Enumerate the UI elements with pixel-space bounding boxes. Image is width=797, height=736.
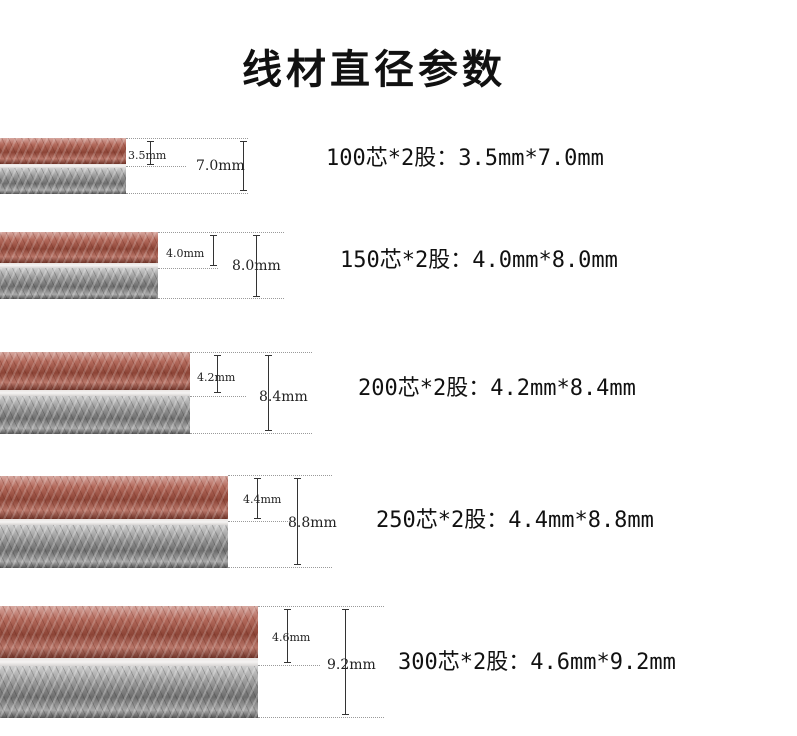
total-width-label: 8.4mm bbox=[259, 389, 308, 405]
dimension-guide-mid bbox=[190, 396, 246, 397]
dimension-guide-top bbox=[158, 232, 284, 233]
copper-strand bbox=[0, 232, 158, 263]
cable-image-100 bbox=[0, 138, 126, 194]
single-diameter-label: 3.5mm bbox=[128, 149, 167, 162]
dimension-line-single bbox=[214, 355, 221, 393]
dimension-guide-bottom bbox=[126, 193, 248, 194]
spec-label: 250芯*2股：4.4mm*8.8mm bbox=[376, 508, 654, 533]
dimension-guide-bottom bbox=[158, 298, 284, 299]
dimension-guide-top bbox=[126, 138, 248, 139]
dimension-guide-mid bbox=[228, 521, 292, 522]
dimension-guide-mid bbox=[258, 665, 320, 666]
dimension-line-total bbox=[342, 609, 349, 715]
silver-strand bbox=[0, 666, 258, 718]
total-width-label: 9.2mm bbox=[327, 657, 376, 673]
dimension-line-single bbox=[284, 609, 291, 663]
dimension-guide-bottom bbox=[258, 717, 384, 718]
page-title: 线材直径参数 bbox=[242, 47, 506, 93]
dimension-line-total bbox=[240, 141, 247, 191]
sheath-gap bbox=[0, 658, 258, 666]
copper-strand bbox=[0, 138, 126, 164]
dimension-line-single bbox=[147, 141, 154, 165]
single-diameter-label: 4.6mm bbox=[272, 631, 311, 644]
dimension-guide-top bbox=[258, 606, 384, 607]
spec-label: 100芯*2股：3.5mm*7.0mm bbox=[326, 146, 604, 171]
dimension-line-total bbox=[253, 235, 260, 297]
dimension-guide-top bbox=[190, 352, 312, 353]
dimension-guide-mid bbox=[158, 268, 218, 269]
silver-strand bbox=[0, 268, 158, 299]
dimension-guide-bottom bbox=[190, 433, 312, 434]
sheath-gap bbox=[0, 390, 190, 396]
copper-strand bbox=[0, 476, 228, 519]
dimension-guide-bottom bbox=[228, 567, 332, 568]
single-diameter-label: 4.4mm bbox=[243, 493, 282, 506]
dimension-line-total bbox=[294, 478, 301, 565]
cable-image-300 bbox=[0, 606, 258, 718]
sheath-gap bbox=[0, 164, 126, 168]
copper-strand bbox=[0, 352, 190, 390]
copper-strand bbox=[0, 606, 258, 658]
total-width-label: 8.0mm bbox=[232, 258, 281, 274]
spec-label: 150芯*2股：4.0mm*8.0mm bbox=[340, 248, 618, 273]
silver-strand bbox=[0, 168, 126, 194]
dimension-guide-mid bbox=[126, 166, 186, 167]
dimension-line-single bbox=[254, 478, 261, 519]
silver-strand bbox=[0, 525, 228, 568]
single-diameter-label: 4.2mm bbox=[197, 371, 236, 384]
total-width-label: 8.8mm bbox=[288, 515, 337, 531]
dimension-line-total bbox=[265, 355, 272, 431]
cable-image-200 bbox=[0, 352, 190, 434]
sheath-gap bbox=[0, 519, 228, 525]
total-width-label: 7.0mm bbox=[196, 158, 245, 174]
spec-label: 300芯*2股：4.6mm*9.2mm bbox=[398, 650, 676, 675]
single-diameter-label: 4.0mm bbox=[166, 247, 205, 260]
dimension-line-single bbox=[210, 235, 217, 266]
spec-label: 200芯*2股：4.2mm*8.4mm bbox=[358, 376, 636, 401]
dimension-guide-top bbox=[228, 475, 332, 476]
cable-image-250 bbox=[0, 476, 228, 568]
cable-image-150 bbox=[0, 232, 158, 299]
silver-strand bbox=[0, 396, 190, 434]
sheath-gap bbox=[0, 263, 158, 268]
